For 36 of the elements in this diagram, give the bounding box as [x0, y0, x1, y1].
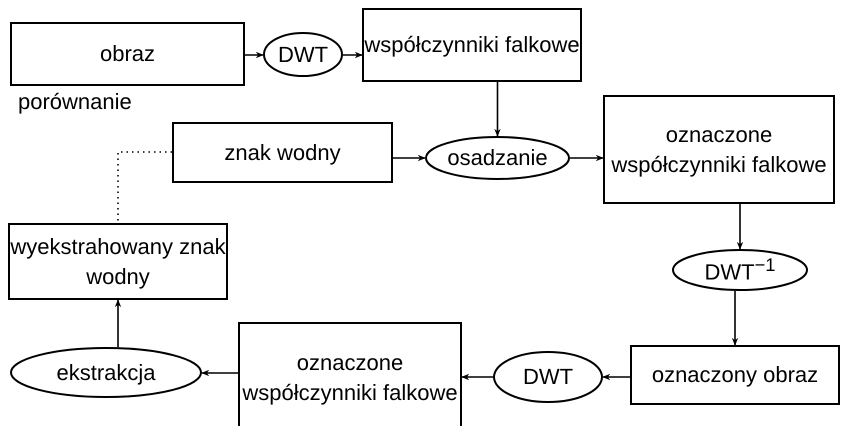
arrow — [393, 154, 426, 162]
process-box — [10, 22, 245, 86]
arrow — [602, 374, 630, 380]
node-label: DWT$^{−1}$ — [704, 252, 776, 286]
arrow — [114, 299, 122, 347]
node-label: oznaczone współczynniki falkowe — [241, 349, 459, 407]
node-label: współczynniki falkowe — [364, 31, 580, 60]
arrow — [494, 82, 501, 137]
node-label: ekstrakcja — [56, 358, 156, 387]
process-ellipse — [493, 351, 603, 403]
process-box — [8, 223, 228, 300]
arrow — [732, 291, 738, 346]
arrow — [461, 374, 493, 380]
process-ellipse — [10, 347, 202, 398]
node-label: osadzanie — [447, 144, 548, 172]
node-label: oznaczony obraz — [652, 361, 818, 390]
process-box — [362, 8, 582, 82]
process-ellipse — [263, 32, 343, 77]
node-label: oznaczone współczynniki falkowe — [610, 120, 828, 179]
dotted-connector — [117, 151, 172, 223]
arrow — [570, 154, 604, 162]
process-ellipse — [672, 249, 808, 291]
node-label: znak wodny — [224, 138, 341, 167]
node-label: DWT — [522, 363, 574, 392]
process-ellipse — [425, 136, 570, 180]
arrow — [201, 370, 238, 376]
process-box — [630, 345, 840, 405]
arrow — [245, 52, 264, 58]
process-box — [603, 95, 835, 204]
node-label: wyekstrahowany znak wodny — [10, 232, 226, 291]
process-box — [238, 322, 462, 426]
node-label: DWT — [278, 40, 328, 69]
arrow — [343, 52, 363, 58]
node-label: obraz — [100, 40, 156, 68]
process-box — [172, 122, 393, 183]
arrow — [736, 204, 744, 250]
